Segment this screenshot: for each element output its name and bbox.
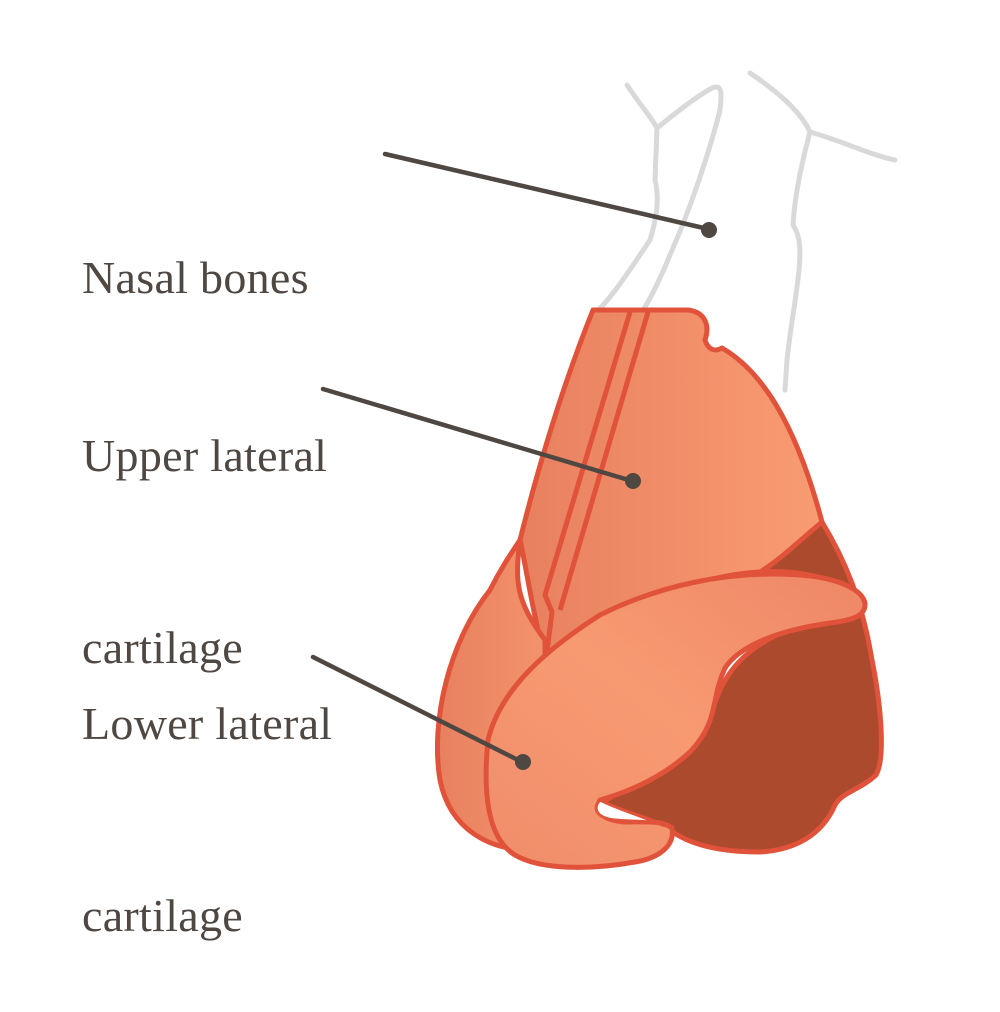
label-upper-lateral-line-2: cartilage (82, 622, 244, 673)
leader-line-lower-lateral (310, 654, 525, 765)
label-upper-lateral-line-1: Upper lateral (82, 430, 328, 481)
label-lower-lateral-line-1: Lower lateral (82, 698, 333, 749)
label-lower-lateral-line-2: cartilage (82, 890, 244, 941)
leader-lines (310, 151, 711, 765)
label-nasal-bones: Nasal bones (82, 118, 309, 374)
anchor-dot-upper-lateral (625, 473, 641, 489)
anchor-dot-nasal-bones (701, 222, 717, 238)
nose-anatomy-diagram (310, 70, 898, 870)
upper-lateral-cartilage-ridge (542, 311, 651, 661)
nostril-opening (594, 798, 666, 828)
label-upper-lateral-cartilage: Upper lateral cartilage (82, 296, 327, 744)
leader-line-upper-lateral (320, 386, 635, 484)
label-lower-lateral-cartilage: Lower lateral cartilage (82, 564, 332, 1012)
leader-line-nasal-bones (382, 151, 711, 232)
label-nasal-bones-line-1: Nasal bones (82, 252, 309, 303)
lower-lateral-cartilage-shape (483, 571, 868, 870)
nasal-bones-outline (593, 70, 898, 393)
leader-dots (515, 222, 717, 770)
anchor-dot-lower-lateral (515, 754, 531, 770)
